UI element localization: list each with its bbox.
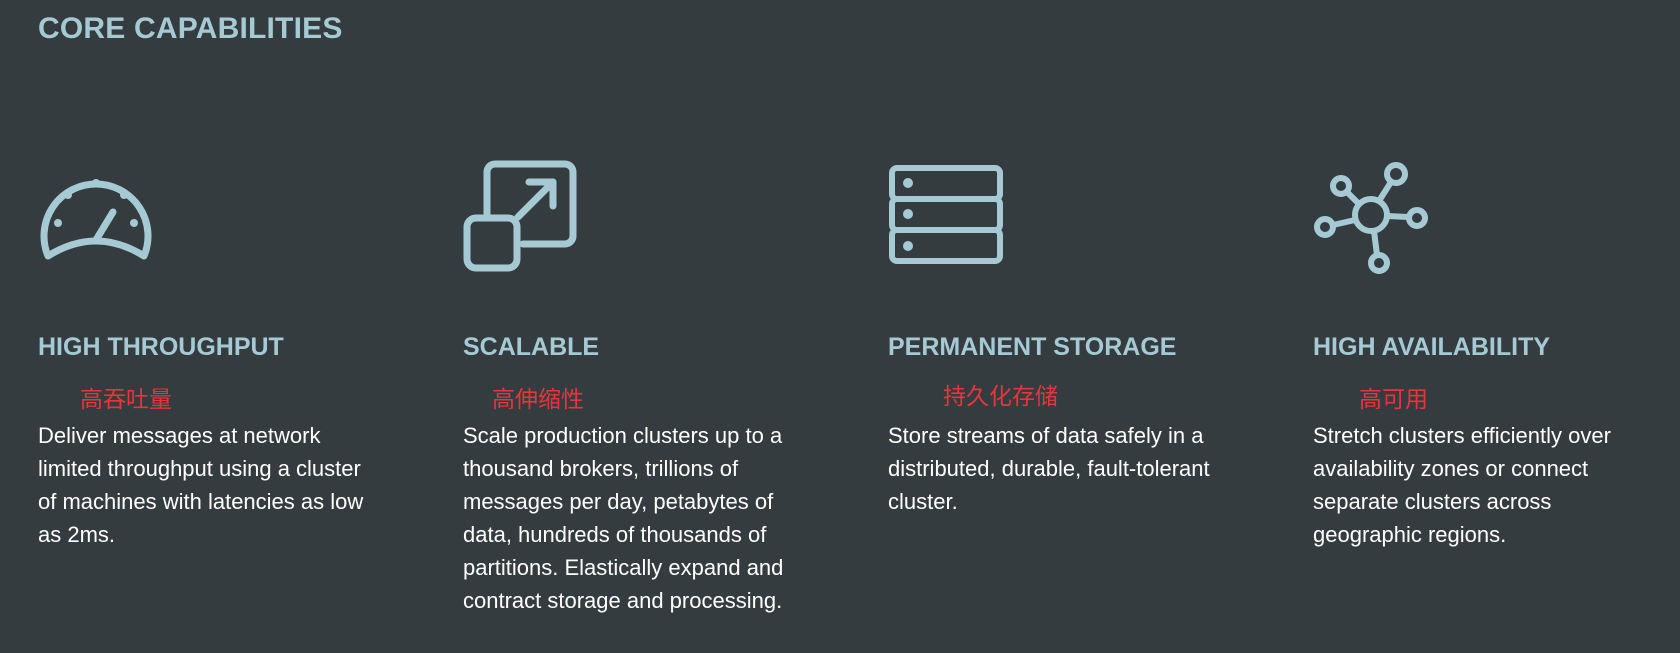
card-description: Store streams of data safely in a distri… [888, 423, 1210, 514]
card-title: PERMANENT STORAGE [888, 333, 1177, 361]
card-title: HIGH THROUGHPUT [38, 333, 284, 361]
card-note: 高吞吐量 [80, 387, 172, 413]
network-nodes-icon [1313, 160, 1429, 276]
card-note: 持久化存储 [943, 384, 1058, 410]
section-title: CORE CAPABILITIES [38, 12, 343, 45]
card-description: Deliver messages at network limited thro… [38, 423, 364, 547]
server-stack-icon [888, 160, 1004, 276]
card-title: HIGH AVAILABILITY [1313, 333, 1551, 361]
card-title: SCALABLE [463, 333, 600, 361]
card-description: Scale production clusters up to a thousa… [463, 423, 784, 613]
card-description: Stretch clusters efficiently over availa… [1313, 423, 1611, 547]
speedometer-icon [38, 160, 154, 276]
card-note: 高可用 [1359, 387, 1428, 413]
expand-icon [463, 160, 579, 276]
card-note: 高伸缩性 [492, 387, 584, 413]
